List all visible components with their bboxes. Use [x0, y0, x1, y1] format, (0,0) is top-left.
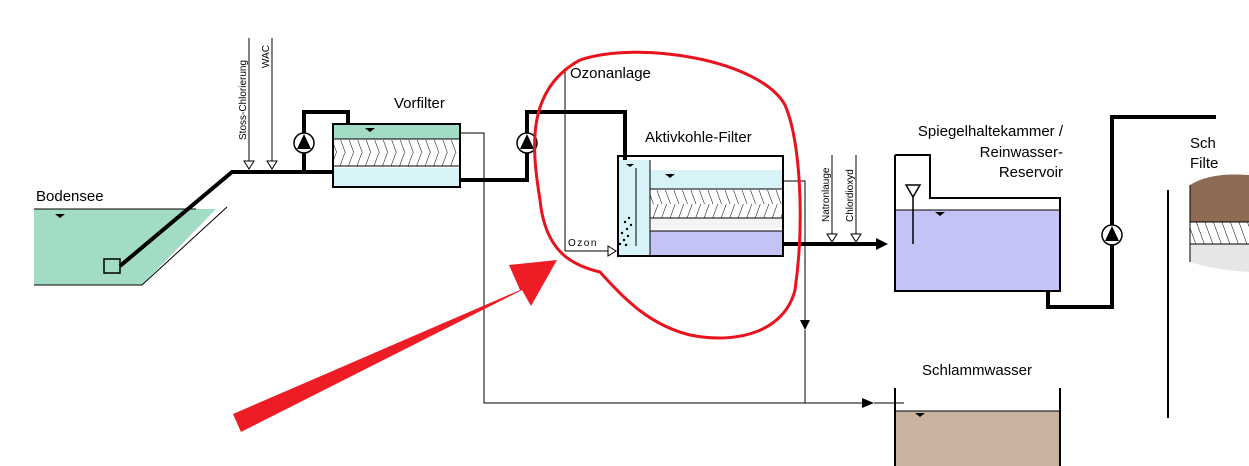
dosing-natronlauge: Natronlauge	[821, 155, 838, 243]
dosing-arrow-icon	[826, 233, 838, 243]
bodensee-label: Bodensee	[36, 188, 104, 205]
pump-3-icon	[1101, 224, 1123, 246]
water-level-icon	[55, 214, 65, 218]
raw-water-pipe	[118, 170, 333, 268]
water-level-icon	[665, 174, 675, 178]
dosing-wac: WAC	[261, 38, 278, 170]
partial-filter-tank: Sch Filte	[1167, 135, 1249, 418]
dosing-arrow-icon	[850, 233, 862, 243]
cut-label-line1: Sch	[1190, 135, 1216, 152]
reinwasser-reservoir-tank: Spiegelhaltekammer / Reinwasser- Reservo…	[894, 123, 1064, 292]
dosing-stoss-chlorierung: Stoss-Chlorierung	[238, 38, 255, 170]
ozon-label: Ozon	[568, 238, 598, 249]
chlordioxyd-label: Chlordioxyd	[845, 169, 856, 222]
schlammwasser-label: Schlammwasser	[922, 362, 1032, 379]
reservoir-outlet-pipe	[1046, 115, 1216, 309]
ozone-bubbles	[618, 216, 633, 247]
spiegelhaltekammer-label-1: Spiegelhaltekammer /	[918, 123, 1064, 140]
cut-label-line2: Filte	[1190, 155, 1218, 172]
vorfilter-label: Vorfilter	[394, 95, 445, 112]
aktivkohle-filter-tank: Aktivkohle-Filter	[617, 129, 784, 257]
vorfilter-backwash-line	[460, 132, 866, 404]
stoss-chlorierung-label: Stoss-Chlorierung	[238, 60, 249, 140]
dosing-arrow-icon	[266, 160, 278, 170]
water-level-icon	[626, 164, 634, 167]
flow-arrow-icon	[876, 238, 888, 250]
water-level-icon	[915, 413, 925, 417]
dosing-chlordioxyd: Chlordioxyd	[845, 155, 862, 243]
pump-2-icon	[516, 132, 538, 154]
water-level-icon	[935, 212, 945, 216]
pump-1-icon	[293, 132, 315, 154]
bodensee-lake: Bodensee	[34, 188, 228, 286]
schlammwasser-tank: Schlammwasser	[894, 362, 1061, 466]
dosing-arrow-icon	[243, 160, 255, 170]
vorfilter-outlet-pipe	[460, 153, 529, 182]
aktivkohle-filter-label: Aktivkohle-Filter	[645, 129, 752, 146]
natronlauge-label: Natronlauge	[821, 167, 832, 222]
red-arrow-icon	[233, 260, 557, 432]
level-control-icon	[904, 184, 922, 199]
aktivkohle-backwash-line	[783, 180, 806, 323]
spiegelhaltekammer-label-2: Reinwasser-	[980, 144, 1063, 161]
ozonanlage-label: Ozonanlage	[570, 65, 651, 82]
wac-label: WAC	[261, 45, 272, 68]
water-level-icon	[365, 128, 375, 132]
sludge-inlet-arrow-icon	[862, 398, 874, 408]
ozone-arrow-icon	[607, 245, 617, 257]
backwash-arrow-icon	[800, 320, 810, 330]
spiegelhaltekammer-label-3: Reservoir	[999, 164, 1063, 181]
vorfilter-tank: Vorfilter	[332, 95, 461, 188]
highlight-circle	[533, 50, 802, 340]
